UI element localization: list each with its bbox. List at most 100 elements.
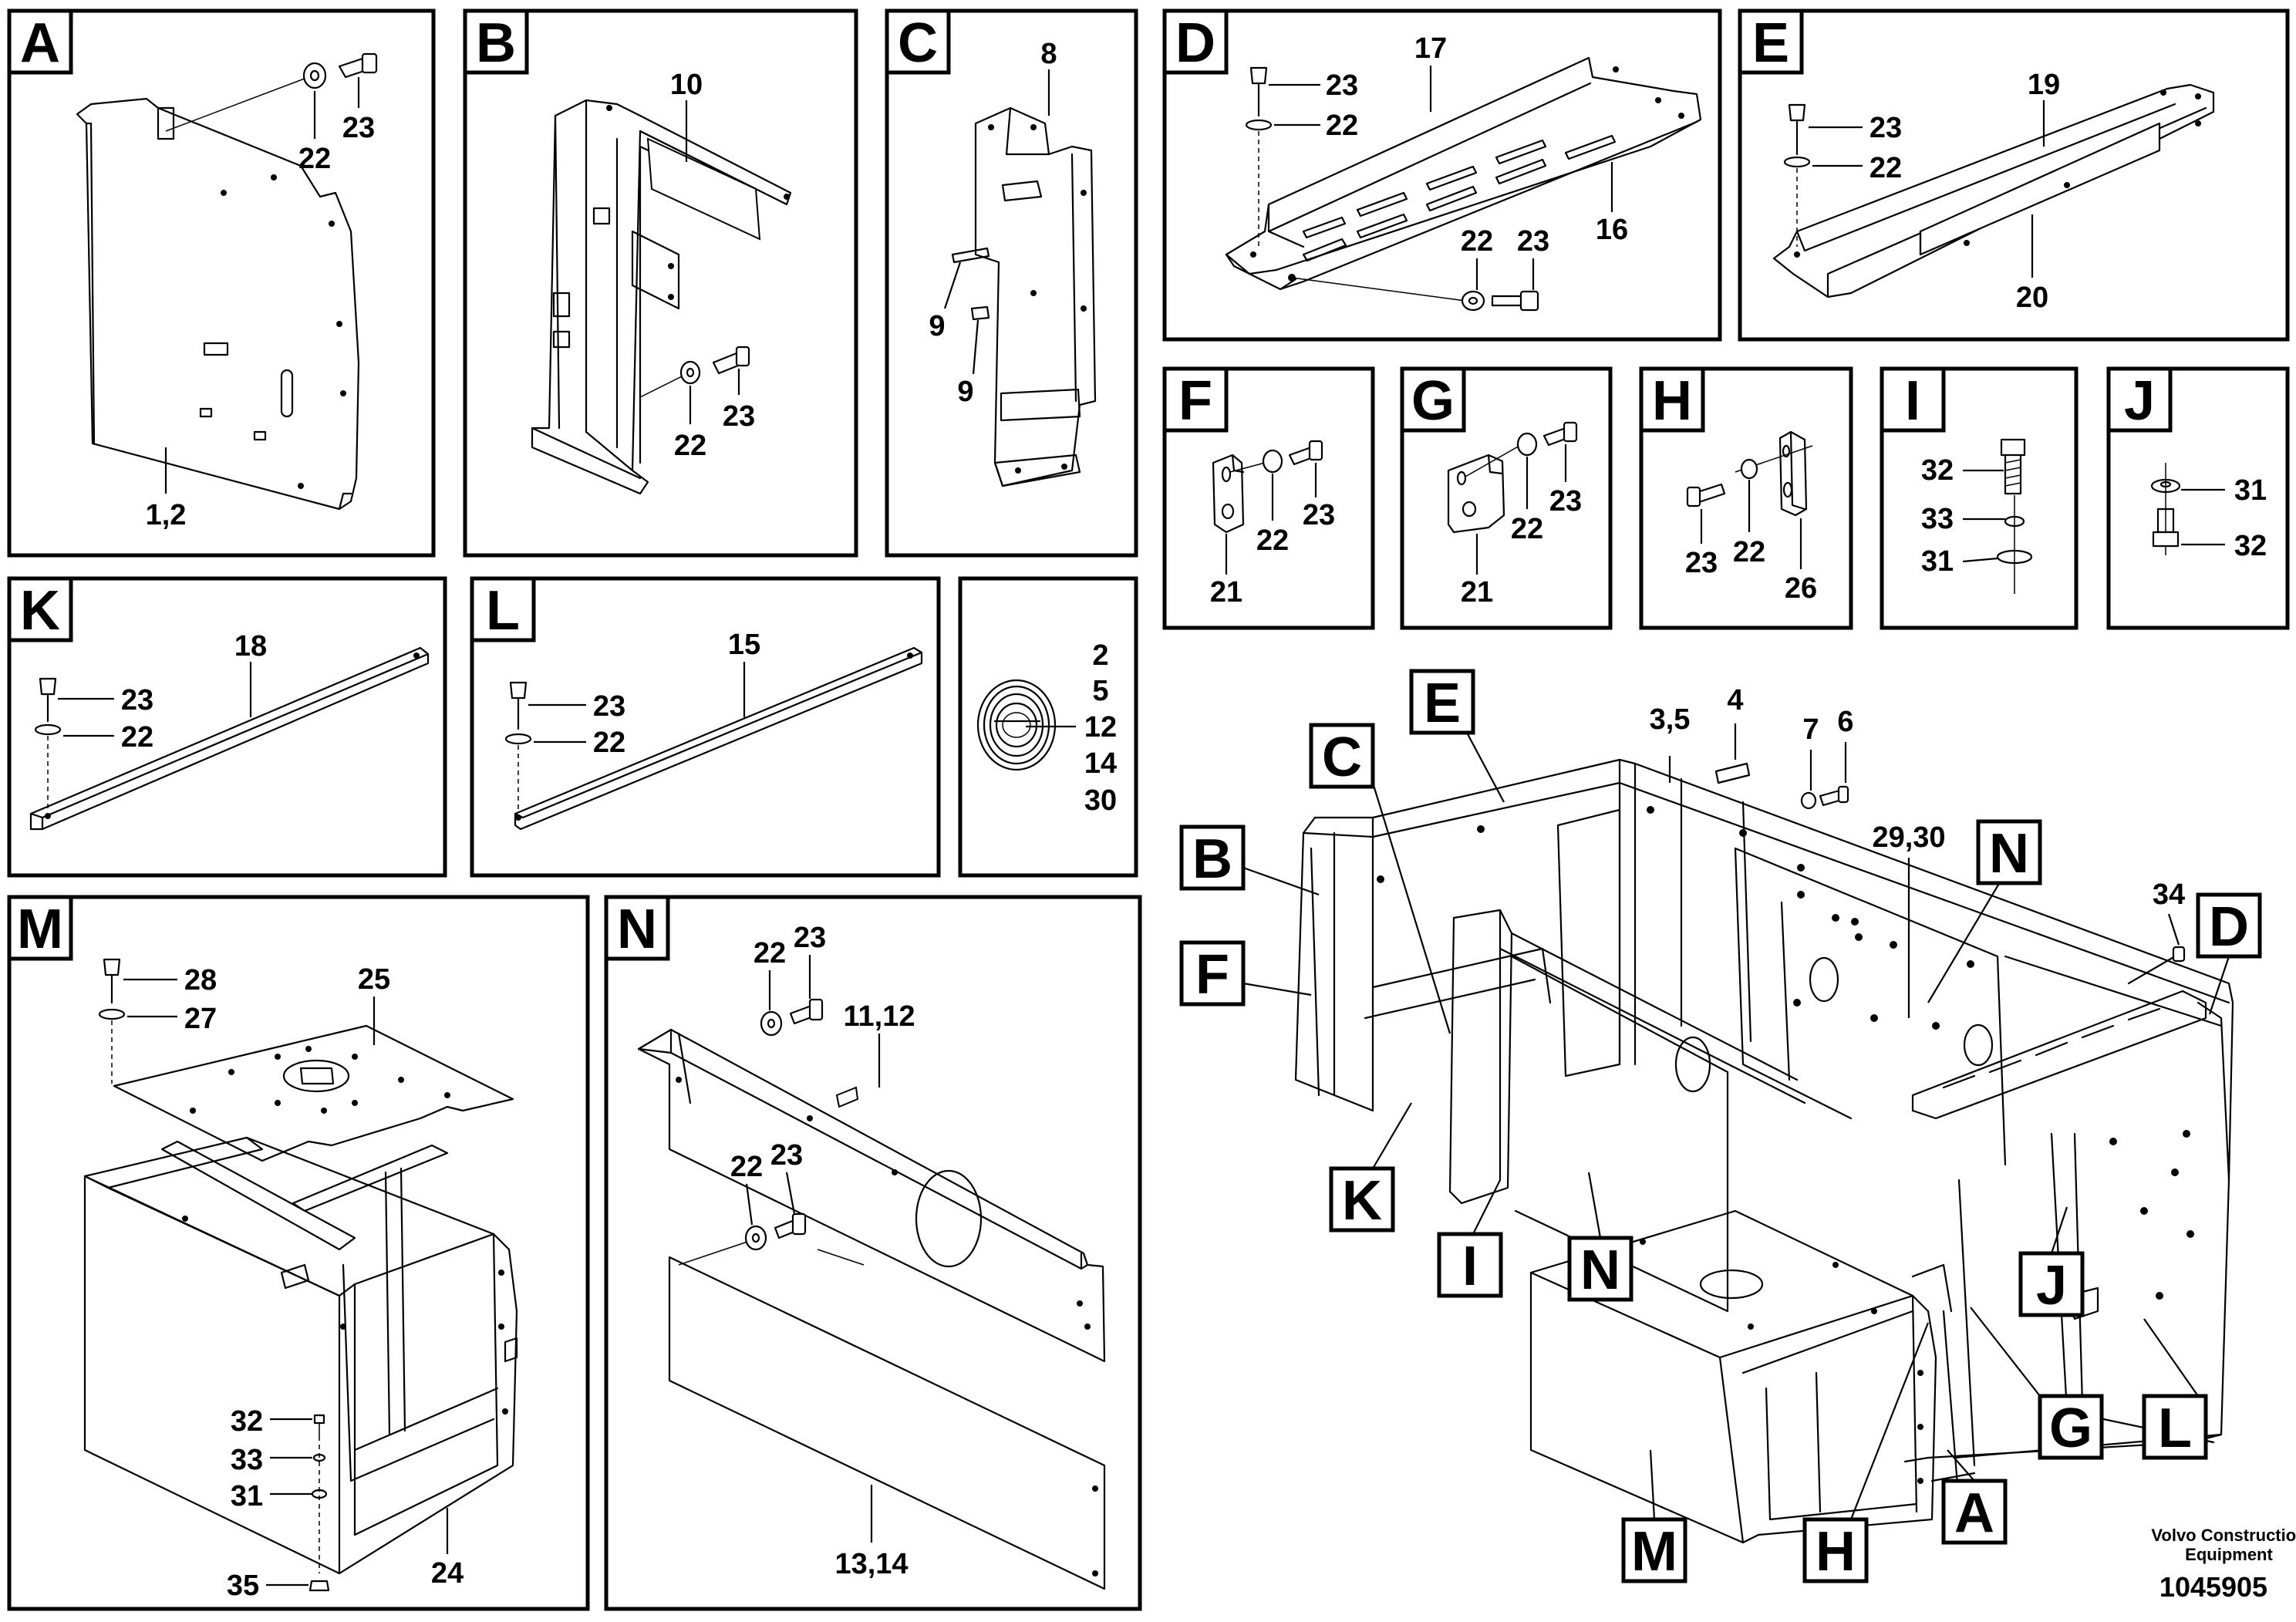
panel-m: M: [7, 895, 590, 1611]
svg-text:I: I: [1462, 1236, 1478, 1297]
svg-text:23: 23: [342, 112, 375, 144]
svg-text:23: 23: [593, 690, 625, 723]
lower-cover-n: [668, 1256, 1106, 1590]
svg-text:F: F: [1195, 944, 1229, 1006]
svg-text:1,2: 1,2: [146, 499, 187, 531]
svg-text:L: L: [486, 580, 520, 642]
svg-text:H: H: [1652, 370, 1692, 432]
callout-n-upper: N: [1976, 819, 2042, 885]
svg-text:M: M: [1631, 1521, 1677, 1583]
callout-m: M: [1621, 1517, 1687, 1583]
bar-l: [514, 646, 923, 831]
svg-text:35: 35: [227, 1570, 259, 1602]
svg-text:23: 23: [1549, 485, 1582, 518]
company-name-line1: Volvo Construction: [2151, 1526, 2296, 1545]
svg-text:J: J: [2124, 370, 2155, 432]
upper-cover-n: [637, 1028, 1106, 1363]
svg-text:26: 26: [1785, 572, 1817, 605]
svg-text:30: 30: [1084, 784, 1117, 817]
panel-f: F 22 23 21: [1162, 366, 1375, 630]
svg-text:22: 22: [1256, 524, 1289, 557]
callout-n-lower: N: [1567, 1236, 1633, 1302]
svg-text:22: 22: [121, 721, 153, 754]
svg-text:31: 31: [2234, 474, 2267, 507]
svg-text:27: 27: [184, 1003, 217, 1035]
svg-text:A: A: [1954, 1482, 1994, 1544]
overview-num-29-30: 29,30: [1872, 821, 1945, 854]
svg-text:24: 24: [431, 1557, 464, 1590]
svg-text:23: 23: [1870, 112, 1902, 144]
bar-k: [29, 646, 430, 831]
svg-text:23: 23: [723, 400, 755, 433]
side-frame-b: [531, 99, 792, 495]
svg-text:2: 2: [1092, 639, 1108, 672]
svg-text:32: 32: [2234, 530, 2267, 562]
svg-text:16: 16: [1596, 214, 1628, 246]
mounting-plate-a: [76, 97, 360, 511]
panel-e: E 23 22 19 20: [1738, 8, 2290, 342]
wall-fasteners: [1377, 806, 2194, 1300]
svg-text:D: D: [1175, 12, 1215, 74]
svg-text:B: B: [476, 12, 516, 74]
svg-text:22: 22: [1870, 152, 1902, 184]
svg-text:15: 15: [728, 629, 760, 661]
svg-text:M: M: [17, 899, 63, 960]
callout-e: E: [1409, 669, 1475, 735]
svg-text:33: 33: [1921, 503, 1954, 535]
callout-h: H: [1802, 1517, 1869, 1583]
overview-num-4: 4: [1727, 684, 1743, 717]
washer-a: [302, 62, 327, 89]
svg-text:F: F: [1178, 370, 1212, 432]
svg-text:D: D: [2209, 896, 2249, 958]
clip-f: [1212, 454, 1245, 534]
svg-text:H: H: [1816, 1521, 1856, 1583]
svg-text:13,14: 13,14: [834, 1548, 908, 1580]
overview-num-34: 34: [2153, 878, 2185, 911]
svg-text:L: L: [2158, 1398, 2192, 1459]
svg-text:17: 17: [1414, 32, 1447, 65]
overview-num-7: 7: [1802, 713, 1819, 746]
callout-d: D: [2196, 892, 2262, 959]
rail-e: [1772, 83, 2215, 298]
svg-text:9: 9: [929, 310, 945, 342]
svg-text:22: 22: [1511, 513, 1543, 545]
panel-a-letter: A: [20, 12, 60, 74]
callout-j: J: [2018, 1251, 2085, 1317]
svg-text:21: 21: [1461, 576, 1493, 609]
svg-text:23: 23: [794, 922, 826, 954]
pad-c2: [970, 305, 990, 321]
svg-text:21: 21: [1210, 576, 1242, 609]
callout-k: K: [1329, 1166, 1395, 1233]
svg-text:N: N: [617, 899, 657, 960]
panel-h: H 23 22 26: [1639, 366, 1853, 630]
vertical-bracket-c: [974, 106, 1097, 487]
callout-a: A: [1941, 1479, 2008, 1545]
svg-text:31: 31: [231, 1480, 263, 1512]
svg-text:32: 32: [1921, 454, 1954, 487]
top-plate-m: [113, 1024, 514, 1162]
callout-i: I: [1437, 1232, 1503, 1298]
svg-text:20: 20: [2016, 282, 2048, 314]
svg-text:9: 9: [957, 376, 973, 408]
panel-i: I 32 33 31: [1880, 366, 2079, 630]
panel-sealing-ring: 2 5 12 14 30: [958, 576, 1138, 878]
panel-n: N 22 23 11,12: [604, 895, 1142, 1611]
svg-text:22: 22: [754, 937, 786, 969]
svg-text:23: 23: [1685, 547, 1718, 579]
svg-text:C: C: [1322, 727, 1362, 788]
panel-c: C 8 9 9: [885, 8, 1138, 558]
clip-g: [1447, 454, 1505, 534]
svg-text:22: 22: [593, 727, 625, 759]
svg-text:B: B: [1192, 828, 1232, 890]
svg-text:G: G: [1411, 370, 1455, 432]
box-frame-m: [83, 1136, 518, 1575]
svg-text:32: 32: [231, 1405, 263, 1438]
svg-text:33: 33: [231, 1444, 263, 1476]
callout-g: G: [2038, 1394, 2104, 1460]
svg-text:31: 31: [1921, 545, 1954, 578]
svg-text:22: 22: [730, 1151, 763, 1183]
svg-text:J: J: [2036, 1255, 2067, 1317]
svg-text:N: N: [1989, 823, 2029, 885]
overview-num-6: 6: [1837, 706, 1853, 738]
